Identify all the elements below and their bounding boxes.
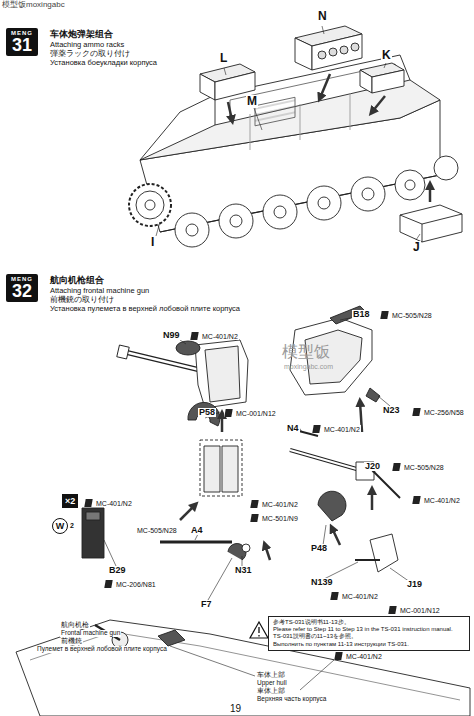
step32-leaders <box>104 318 410 600</box>
step31-hull <box>140 55 440 232</box>
step-title: 航向机枪组合 <box>50 276 104 285</box>
paint-code: MC-401/N2 <box>334 652 383 660</box>
paint-code: MC-505/N28 <box>136 527 178 534</box>
step32-parts <box>82 306 400 572</box>
part-number: J19 <box>406 580 423 589</box>
callout-letter: J <box>412 241 421 254</box>
warning-icon <box>250 622 268 638</box>
callout-text: Frontal machine gun <box>60 630 121 637</box>
paint-code: MC-501/N9 <box>250 514 299 522</box>
part-number: P58 <box>198 408 216 417</box>
callout-text: 車体上部 <box>256 688 286 695</box>
paint-code: MC-401/N2 <box>250 500 299 508</box>
callout-letter: K <box>381 49 392 62</box>
paint-code: MC-401/N2 <box>412 496 461 504</box>
paint-circle: W2 <box>52 518 68 534</box>
paint-code: MC-505/N28 <box>380 311 433 319</box>
node-text: W <box>56 521 65 531</box>
step-title: Attaching frontal machine gun <box>50 287 149 295</box>
callout-letter: I <box>150 236 155 249</box>
callout-text: 航向机枪 <box>60 622 90 629</box>
page-number: 19 <box>230 704 241 715</box>
node-text: ×2 <box>65 496 75 506</box>
paint-code: MC-505/N28 <box>392 463 445 471</box>
node-text: 32 <box>11 282 33 300</box>
ammo-racks <box>200 26 462 242</box>
part-number: N23 <box>382 406 401 415</box>
part-number: F7 <box>200 600 213 609</box>
step-title: Attaching ammo racks <box>50 41 124 49</box>
paint-code: MC-001/N12 <box>224 409 277 417</box>
part-number: P48 <box>310 544 328 553</box>
step-title: Установка пулемета в верхней лобовой пли… <box>50 305 240 313</box>
paint-code: MC-401/N2 <box>190 332 239 340</box>
part-number: N99 <box>162 331 181 340</box>
part-number: A4 <box>190 526 204 535</box>
callout-text: Upper hull <box>256 680 288 687</box>
callout-letter: L <box>219 52 228 65</box>
quantity-box: ×2 <box>62 494 78 508</box>
step-badge: MENG31 <box>6 28 38 56</box>
node-text: Выполнить по пунктам 11-13 инструкции TS… <box>273 641 465 648</box>
paint-code: MC-001/N12 <box>388 606 441 614</box>
watermark: moxingabc.com <box>284 363 333 370</box>
step-title: 前機銃の取り付け <box>50 296 114 304</box>
watermark: 模型饭 <box>282 344 330 361</box>
note-box: 参考TS-031说明书11-13步。Please refer to Step 1… <box>268 616 470 651</box>
callout-letter: N <box>317 10 328 23</box>
step-title: Установка боеукладки корпуса <box>50 59 157 67</box>
step32-arrows <box>180 402 372 560</box>
node-text: 2 <box>70 522 74 529</box>
step-title: 车体炮弹架组合 <box>50 30 113 39</box>
paint-code: MC-401/N2 <box>84 499 133 507</box>
part-number: N139 <box>310 578 334 587</box>
paint-code: MC-401/N2 <box>312 425 361 433</box>
paint-code: MC-401/N2 <box>330 592 379 600</box>
part-number: J20 <box>364 462 381 471</box>
part-number: N31 <box>234 566 253 575</box>
step-title: 弾薬ラックの取り付け <box>50 50 130 58</box>
node-text: Please refer to Step 11 to Step 13 in th… <box>273 626 465 633</box>
step-badge: MENG32 <box>6 274 38 302</box>
callout-text: Верхняя часть корпуса <box>256 696 327 703</box>
callout-text: 车体上部 <box>256 672 286 679</box>
leader-lines <box>156 26 420 240</box>
part-number: B18 <box>352 310 371 319</box>
assembly-arrows <box>228 74 430 202</box>
paint-code: MC-256/N58 <box>412 408 465 416</box>
watermark: 模型饭moxingabc <box>2 1 65 9</box>
paint-code: MC-206/N81 <box>104 580 157 588</box>
callout-letter: M <box>246 95 258 108</box>
node-text: 31 <box>11 36 33 54</box>
node-text: TS-031説明書の11~13を参照。 <box>273 633 465 640</box>
part-number: N4 <box>286 424 300 433</box>
callout-text: 前機銃 <box>60 638 83 645</box>
callout-text: Пулемет в верхней лобовой плите корпуса <box>36 646 168 653</box>
part-number: B29 <box>108 566 127 575</box>
node-text: 参考TS-031说明书11-13步。 <box>273 619 465 626</box>
